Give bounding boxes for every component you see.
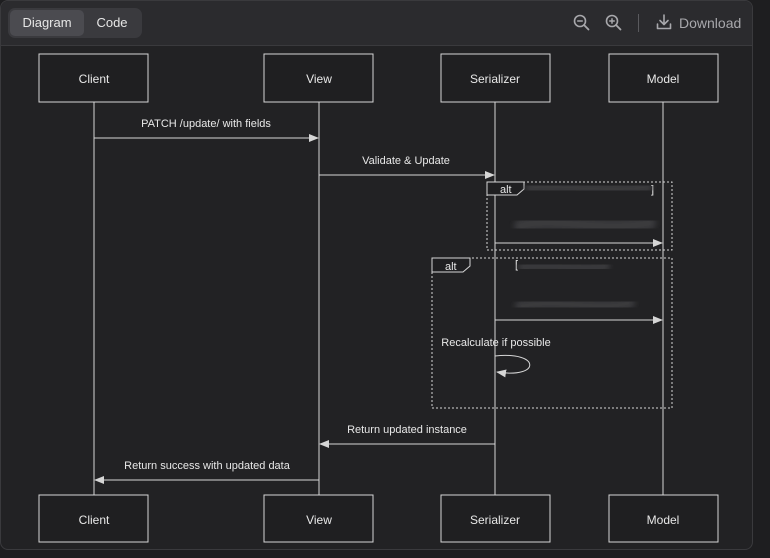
participant-model-top: Model [608,53,719,103]
message-label: Return success with updated data [124,460,291,472]
participant-serializer-bottom: Serializer [440,494,551,543]
fragment-guard-bracket: ] [651,184,654,196]
toolbar-divider [638,14,639,32]
participant-view-bottom: View [263,494,374,543]
toolbar: Diagram Code [1,1,752,46]
participant-label: Client [79,513,110,527]
message-label: Recalculate if possible [441,337,550,349]
participant-label: Client [79,72,110,86]
message-label: Return updated instance [347,424,467,436]
participant-view-top: View [263,53,374,103]
tab-code[interactable]: Code [96,15,128,30]
participant-label: Serializer [470,513,520,527]
diagram-canvas[interactable]: Client View Serializer Model PATCH /upda… [1,46,752,549]
zoom-out-icon[interactable] [572,13,592,33]
alt-fragment: alt [ [431,257,673,409]
participant-client-bottom: Client [38,494,149,543]
diagram-viewer-window: Diagram Code [0,0,753,550]
download-button[interactable]: Download [655,12,741,34]
fragment-label: alt [445,261,457,273]
participant-client-top: Client [38,53,149,103]
redacted-scribble [514,215,656,234]
redacted-scribble [518,260,610,273]
fragment-guard-bracket: [ [515,259,518,271]
redacted-scribble [525,181,653,195]
participant-model-bottom: Model [608,494,719,543]
participant-label: Model [647,513,680,527]
participant-label: View [306,513,332,527]
fragment-label: alt [500,184,512,196]
participant-serializer-top: Serializer [440,53,551,103]
redacted-scribble [515,297,635,312]
download-icon [655,13,673,34]
participant-label: Serializer [470,72,520,86]
view-toggle: Diagram Code [8,8,142,38]
alt-fragment: alt ] [486,181,673,251]
message-label: PATCH /update/ with fields [141,118,271,130]
tab-diagram[interactable]: Diagram [10,10,84,36]
self-message-arrow [494,354,531,378]
participant-label: Model [647,72,680,86]
message-label: Validate & Update [362,155,450,167]
download-label: Download [679,15,742,31]
zoom-in-icon[interactable] [604,13,624,33]
sequence-diagram: Client View Serializer Model PATCH /upda… [38,53,719,543]
participant-label: View [306,72,332,86]
